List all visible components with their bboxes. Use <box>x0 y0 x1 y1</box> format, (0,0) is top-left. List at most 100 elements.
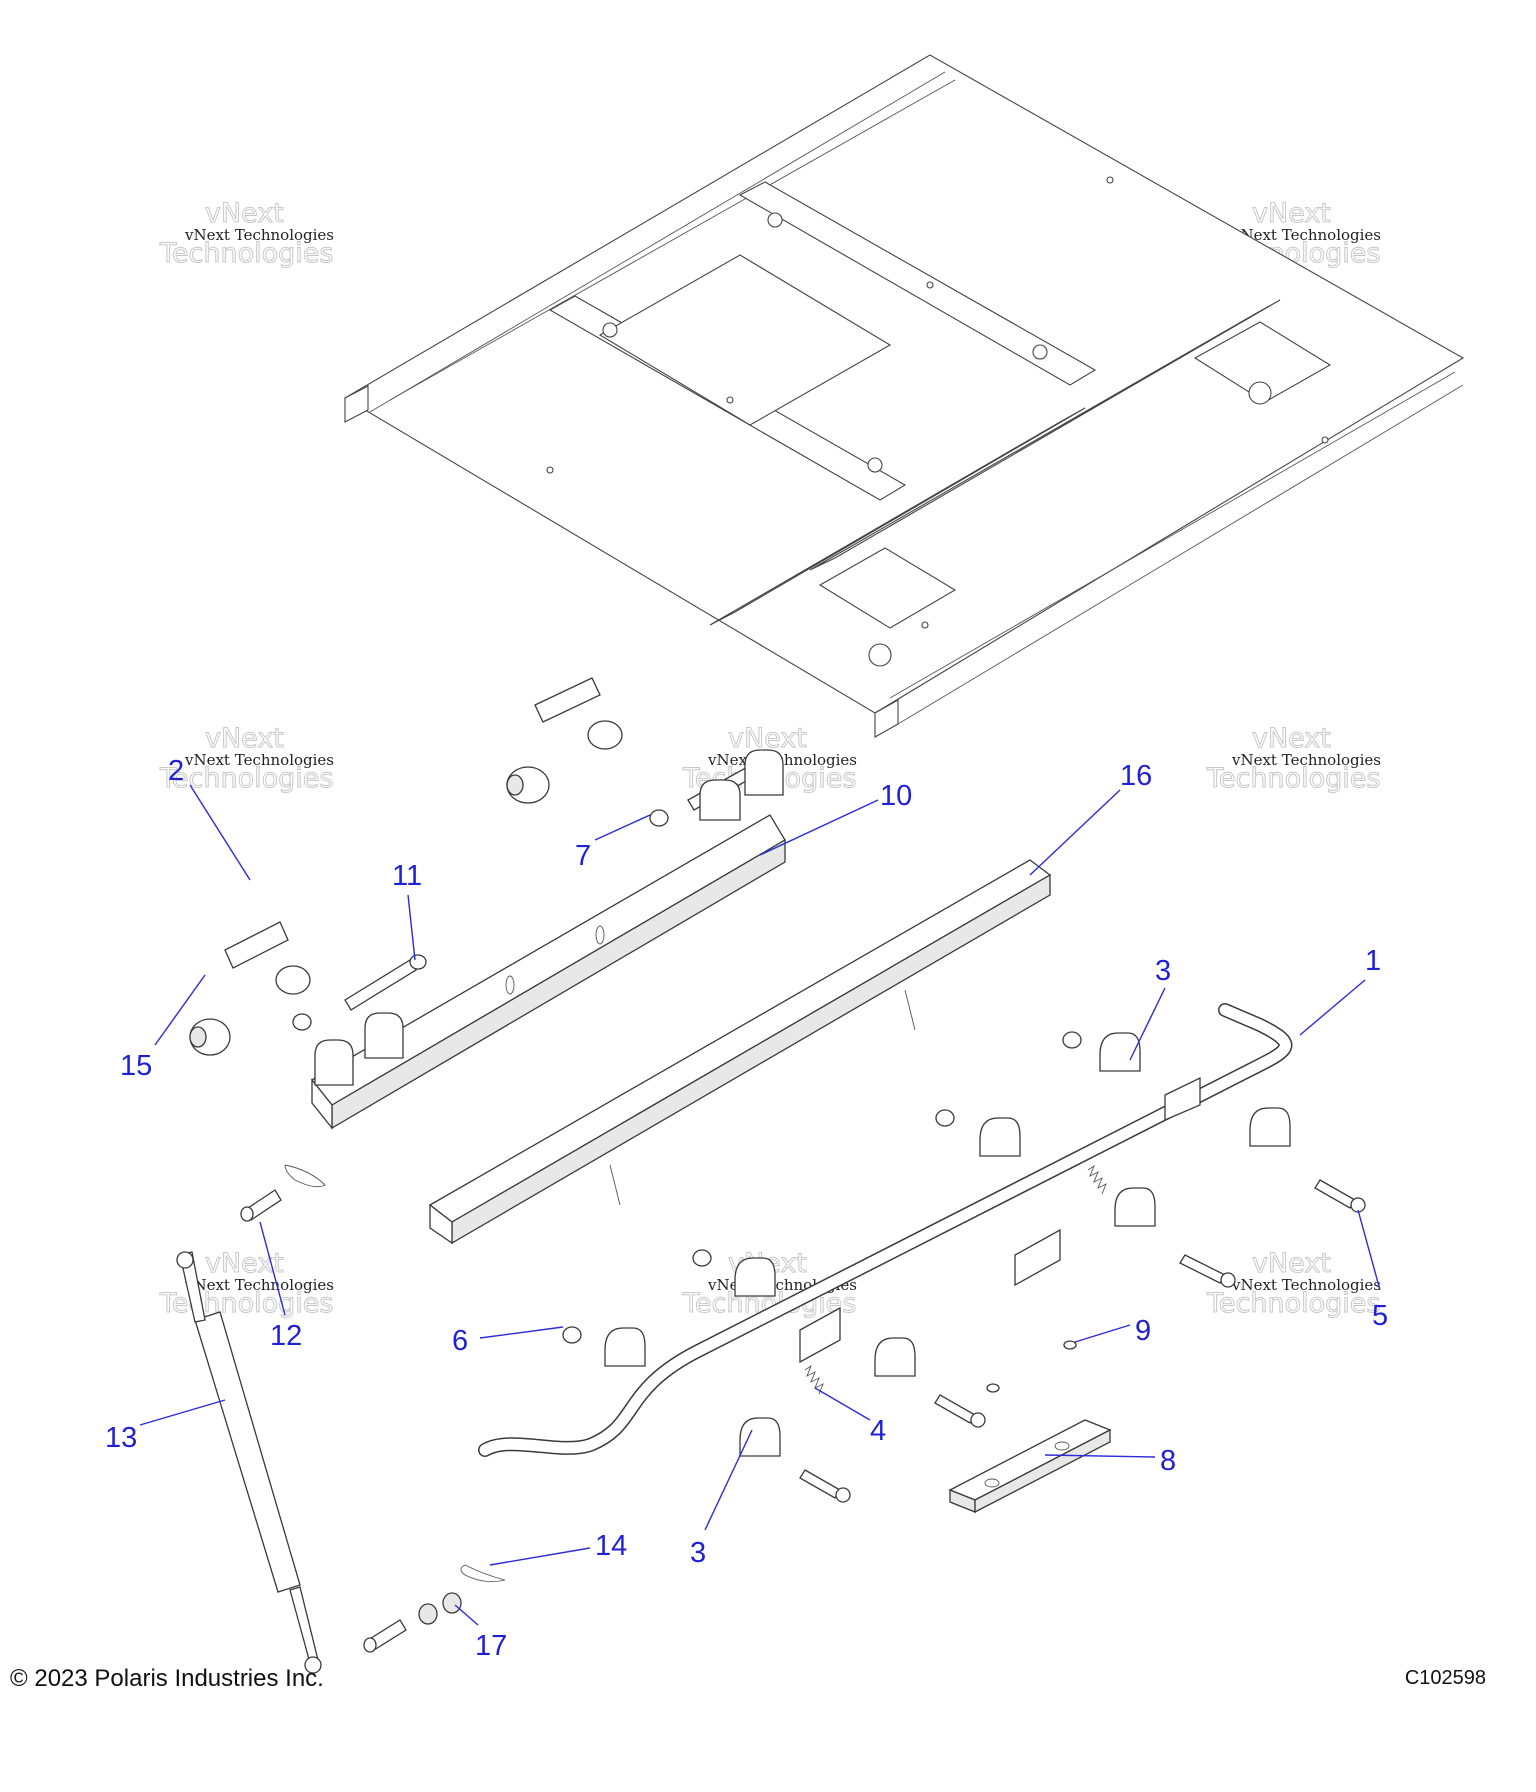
rail-slot <box>595 925 605 945</box>
watermark-text: vNext Technologies <box>1231 1276 1381 1294</box>
callout-3: 3 <box>1155 955 1171 987</box>
nut <box>292 1013 312 1031</box>
rail-bracket <box>314 1039 354 1086</box>
latch-bracket <box>1014 1228 1061 1287</box>
pin-12-assembly <box>240 1164 326 1222</box>
strut-eye <box>176 1251 194 1269</box>
nut <box>935 1109 955 1127</box>
hair-pin-clip <box>284 1164 326 1188</box>
latch-bracket <box>799 1306 841 1364</box>
bushing <box>275 965 311 995</box>
nut-6 <box>562 1326 582 1344</box>
watermark: vNext Technologies vNext Technologies <box>159 723 335 795</box>
screw <box>986 1383 1000 1393</box>
frame-hinge-plate <box>818 547 957 629</box>
watermark-big-text: Technologies <box>159 1288 333 1319</box>
frame-hole <box>767 212 783 228</box>
latch-rod-1 <box>478 1003 1293 1457</box>
pivot-tube-2 <box>224 921 289 969</box>
striker-plate-8 <box>948 1419 1112 1514</box>
frame-hinge-plate <box>1193 321 1332 403</box>
watermark-big-text: vNext <box>205 198 284 229</box>
leader-line-12 <box>259 1221 286 1316</box>
callout-6: 6 <box>452 1325 468 1357</box>
leader-line-15 <box>154 974 206 1046</box>
leader-line-11 <box>407 894 416 961</box>
leader-line-17 <box>454 1604 479 1626</box>
clamp <box>1249 1107 1291 1147</box>
callout-16: 16 <box>1120 760 1152 792</box>
plate-hole <box>1054 1441 1070 1451</box>
channel-16 <box>428 859 1052 1245</box>
spacer-17 <box>418 1603 438 1625</box>
watermark-big-text: vNext <box>1252 1248 1331 1279</box>
leader-line-1 <box>1299 979 1366 1036</box>
left-pivot-bushings <box>189 921 311 1056</box>
bushing <box>587 720 623 750</box>
bolt <box>1179 1254 1226 1284</box>
watermark-text: vNext Technologies <box>1231 226 1381 244</box>
clamp <box>604 1327 646 1367</box>
channel-side <box>451 873 1051 1245</box>
clamp <box>1114 1187 1156 1227</box>
clamp <box>874 1337 916 1377</box>
frame-center-plate <box>598 254 892 426</box>
leader-line-16 <box>1029 789 1121 876</box>
rail-bracket <box>744 749 784 796</box>
watermark-big-text: vNext <box>728 723 807 754</box>
leader-line-4 <box>814 1387 871 1421</box>
leader-line-8 <box>1044 1454 1156 1458</box>
callout-11: 11 <box>392 860 422 892</box>
watermark-text: vNext Technologies <box>1231 751 1381 769</box>
clamp <box>734 1257 776 1297</box>
bolt-head <box>1220 1272 1236 1288</box>
bolt-11-head <box>409 954 427 970</box>
gas-strut-13 <box>176 1251 322 1674</box>
latch-rod-fill <box>479 1004 1291 1456</box>
frame-hole <box>546 466 554 474</box>
channel-end <box>429 1203 453 1245</box>
watermark-text: vNext Technologies <box>184 226 334 244</box>
callout-labels: 1 2 3 3 4 5 6 7 8 9 10 11 12 13 14 15 16… <box>105 755 1388 1662</box>
leader-line-5 <box>1357 1209 1381 1291</box>
strut-body <box>194 1311 301 1593</box>
pivot-rail-10 <box>311 749 786 1130</box>
frame-outline <box>343 54 1465 714</box>
clamp-3 <box>1099 1032 1141 1072</box>
lower-pin-head <box>363 1637 377 1653</box>
watermark: vNext Technologies vNext Technologies <box>159 1248 335 1320</box>
latch-bracket <box>1164 1076 1201 1121</box>
frame-hole <box>1321 436 1329 444</box>
spacer-17 <box>442 1592 462 1614</box>
callout-7: 7 <box>575 840 591 872</box>
callout-15: 15 <box>120 1050 152 1082</box>
lower-pin-assembly <box>363 1564 506 1653</box>
frame-rail-line <box>389 79 956 401</box>
nut <box>692 1249 712 1267</box>
watermark: vNext Technologies vNext Technologies <box>1206 723 1382 795</box>
frame-hole <box>726 396 734 404</box>
callout-1: 1 <box>1365 945 1381 977</box>
spring-4 <box>804 1364 824 1395</box>
callout-10: 10 <box>880 780 912 812</box>
watermark-text: vNext Technologies <box>184 751 334 769</box>
frame-hole <box>602 322 618 338</box>
bolt <box>934 1394 976 1424</box>
springs <box>804 1164 1107 1395</box>
screw-9 <box>1063 1340 1077 1350</box>
leader-lines <box>139 784 1381 1626</box>
clamp-3 <box>739 1417 781 1457</box>
bolt-head <box>970 1412 986 1428</box>
frame-cross-member <box>738 181 1097 386</box>
leader-line-10 <box>759 799 879 856</box>
callout-2: 2 <box>168 755 184 787</box>
frame-cross-member <box>709 407 1086 626</box>
watermark-big-text: vNext <box>1252 198 1331 229</box>
leader-line-7 <box>594 814 651 841</box>
frame-hinge-pin <box>868 643 892 667</box>
leader-line-2 <box>189 784 251 881</box>
watermark: vNext Technologies vNext Technologies <box>159 198 335 270</box>
callout-17: 17 <box>475 1630 507 1662</box>
frame-hole <box>1106 176 1114 184</box>
nut-7 <box>649 809 669 827</box>
